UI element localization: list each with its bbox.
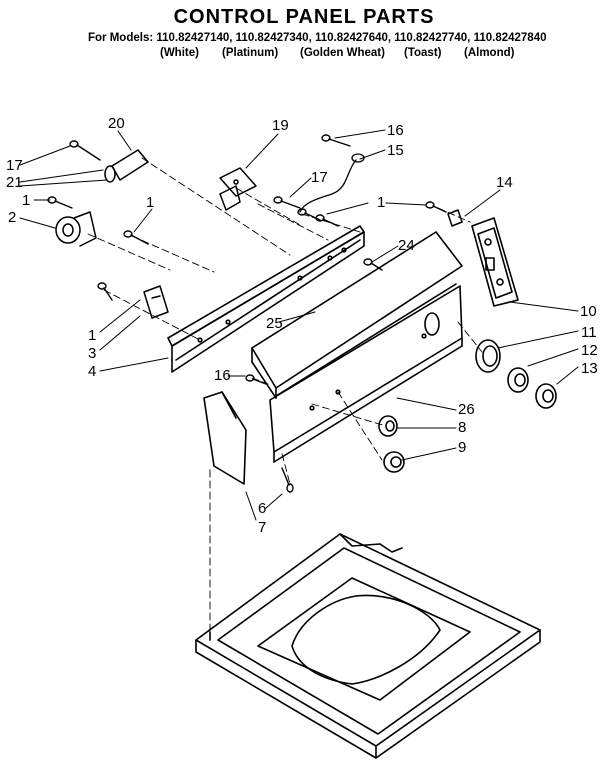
color-toast: (Toast) — [404, 47, 442, 59]
screw-1-mid — [123, 230, 149, 245]
console-front-panel — [269, 283, 463, 463]
callout-16-lower: 16 — [214, 367, 231, 384]
screw-17-right — [273, 196, 301, 209]
callout-16: 16 — [387, 122, 404, 139]
callout-1-mid: 1 — [146, 194, 154, 211]
knob-13 — [535, 383, 557, 409]
callout-15: 15 — [387, 142, 404, 159]
color-white: (White) — [160, 47, 199, 59]
screw-16-top — [321, 134, 351, 147]
callout-2: 2 — [8, 209, 16, 226]
leader-lines — [19, 129, 579, 521]
screw-16-lower — [245, 374, 267, 385]
callout-7: 7 — [258, 519, 266, 536]
callout-labels: 20 19 16 15 17 21 17 14 1 2 1 24 1 1 3 4… — [6, 115, 598, 536]
page-title: CONTROL PANEL PARTS — [173, 6, 435, 28]
screw-24 — [363, 258, 383, 271]
callout-14: 14 — [496, 174, 513, 191]
knob-9 — [383, 451, 405, 473]
screw-6 — [281, 467, 294, 493]
callout-20: 20 — [108, 115, 125, 132]
color-platinum: (Platinum) — [222, 47, 279, 59]
callout-1-left: 1 — [22, 192, 30, 209]
assembly-guides — [87, 157, 483, 641]
bracket-19 — [219, 167, 257, 211]
screws — [47, 134, 447, 493]
cabinet-top — [195, 533, 541, 759]
callout-1-lower: 1 — [88, 327, 96, 344]
callout-21: 21 — [6, 174, 23, 191]
screw-1-left — [47, 196, 73, 209]
callout-17-left: 17 — [6, 157, 23, 174]
timer-bracket — [471, 217, 519, 307]
callout-25: 25 — [266, 315, 283, 332]
callout-8: 8 — [458, 419, 466, 436]
callout-13: 13 — [581, 360, 598, 377]
callout-6: 6 — [258, 500, 266, 517]
switch-2 — [55, 211, 97, 247]
clip-14 — [447, 209, 463, 227]
ring-12 — [507, 367, 529, 393]
bracket-3 — [143, 285, 169, 319]
console-end-cap — [203, 391, 247, 485]
color-almond: (Almond) — [464, 47, 515, 59]
callout-9: 9 — [458, 439, 466, 456]
callout-24: 24 — [398, 237, 415, 254]
callout-19: 19 — [272, 117, 289, 134]
bezel-11 — [475, 339, 501, 373]
callout-4: 4 — [88, 363, 96, 380]
knob-8 — [378, 415, 398, 437]
wire-15 — [299, 153, 365, 213]
callout-3: 3 — [88, 345, 96, 362]
callout-1-right: 1 — [377, 194, 385, 211]
console-top-panel — [251, 231, 463, 399]
callout-17-right: 17 — [311, 169, 328, 186]
screw-1-right-a — [297, 208, 321, 221]
screw-17-left — [69, 140, 101, 161]
screw-1-lower — [97, 282, 113, 301]
callout-26: 26 — [458, 401, 475, 418]
screw-1-far-right — [425, 201, 447, 213]
console-back-panel — [167, 225, 365, 373]
models-line: For Models: 110.82427140, 110.82427340, … — [88, 32, 547, 44]
callout-10: 10 — [580, 303, 597, 320]
callout-12: 12 — [581, 342, 598, 359]
lamp-20 — [104, 149, 149, 183]
screw-1-right-b — [315, 214, 339, 227]
color-golden-wheat: (Golden Wheat) — [300, 47, 385, 59]
callout-11: 11 — [581, 324, 597, 341]
